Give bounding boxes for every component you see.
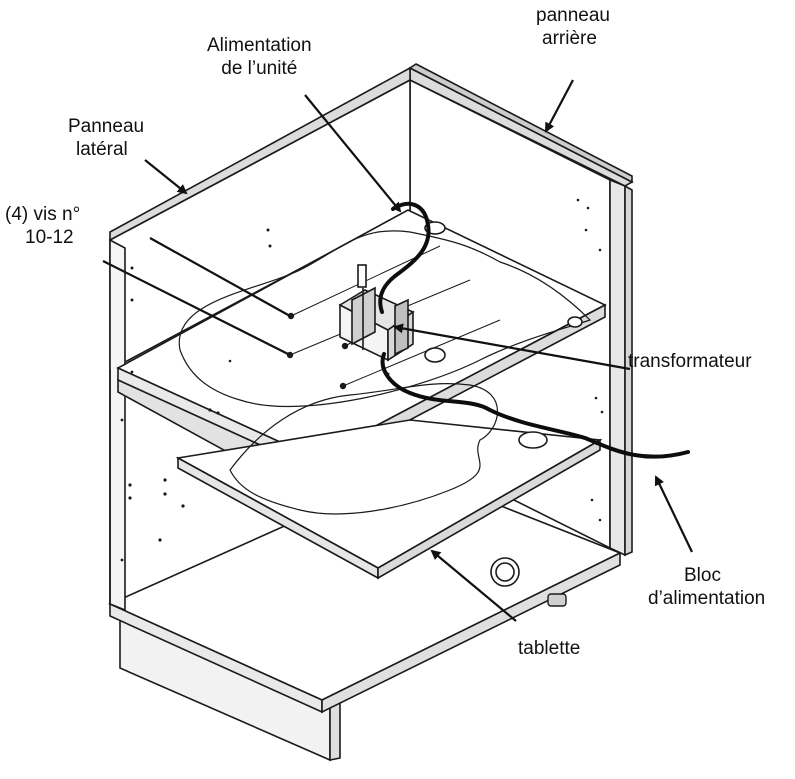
label-tablette: tablette [518, 637, 580, 660]
bottom-panel [108, 469, 622, 714]
arrow-panneau-arriere [545, 79, 574, 133]
label-alimentation-line2: de l’unité [221, 58, 298, 79]
label-panneau-lateral: Panneau latéral [68, 115, 144, 161]
label-transformateur: transformateur [628, 350, 752, 373]
label-bloc-line2: d’alimentation [648, 588, 766, 609]
label-panneau-lateral-line1: Panneau [68, 116, 145, 137]
label-vis: (4) vis n° 10-12 [5, 203, 80, 249]
arrow-transformateur [393, 323, 631, 371]
label-panneau-arriere-line2: arrière [542, 28, 597, 49]
arrow-bloc [654, 475, 693, 553]
power-supply-cable [380, 352, 690, 459]
label-panneau-lateral-line2: latéral [76, 139, 128, 160]
label-alimentation-line1: Alimentation [207, 35, 312, 56]
label-bloc-alimentation: Bloc d’alimentation [648, 564, 765, 610]
leader-arrows [102, 79, 693, 622]
label-panneau-arriere: panneau arrière [536, 4, 610, 50]
unit-power-cable [378, 201, 431, 314]
side-panel [109, 66, 411, 612]
arrow-alimentation [304, 94, 402, 213]
leveling-foot [547, 593, 567, 607]
label-vis-line2: 10-12 [25, 227, 74, 248]
arrow-tablette [430, 549, 517, 622]
label-panneau-arriere-line1: panneau [536, 5, 610, 26]
arrow-vis-2 [102, 260, 289, 355]
label-transformateur-text: transformateur [628, 351, 752, 372]
label-vis-line1: (4) vis n° [5, 204, 81, 225]
tablette-shelf [175, 383, 603, 580]
arrow-vis-1 [149, 237, 291, 317]
label-bloc-line1: Bloc [684, 565, 721, 586]
transformer [338, 264, 415, 362]
label-alimentation-unite: Alimentation de l’unité [207, 34, 312, 80]
arrow-panneau-lateral [144, 159, 188, 195]
label-tablette-text: tablette [518, 638, 581, 659]
